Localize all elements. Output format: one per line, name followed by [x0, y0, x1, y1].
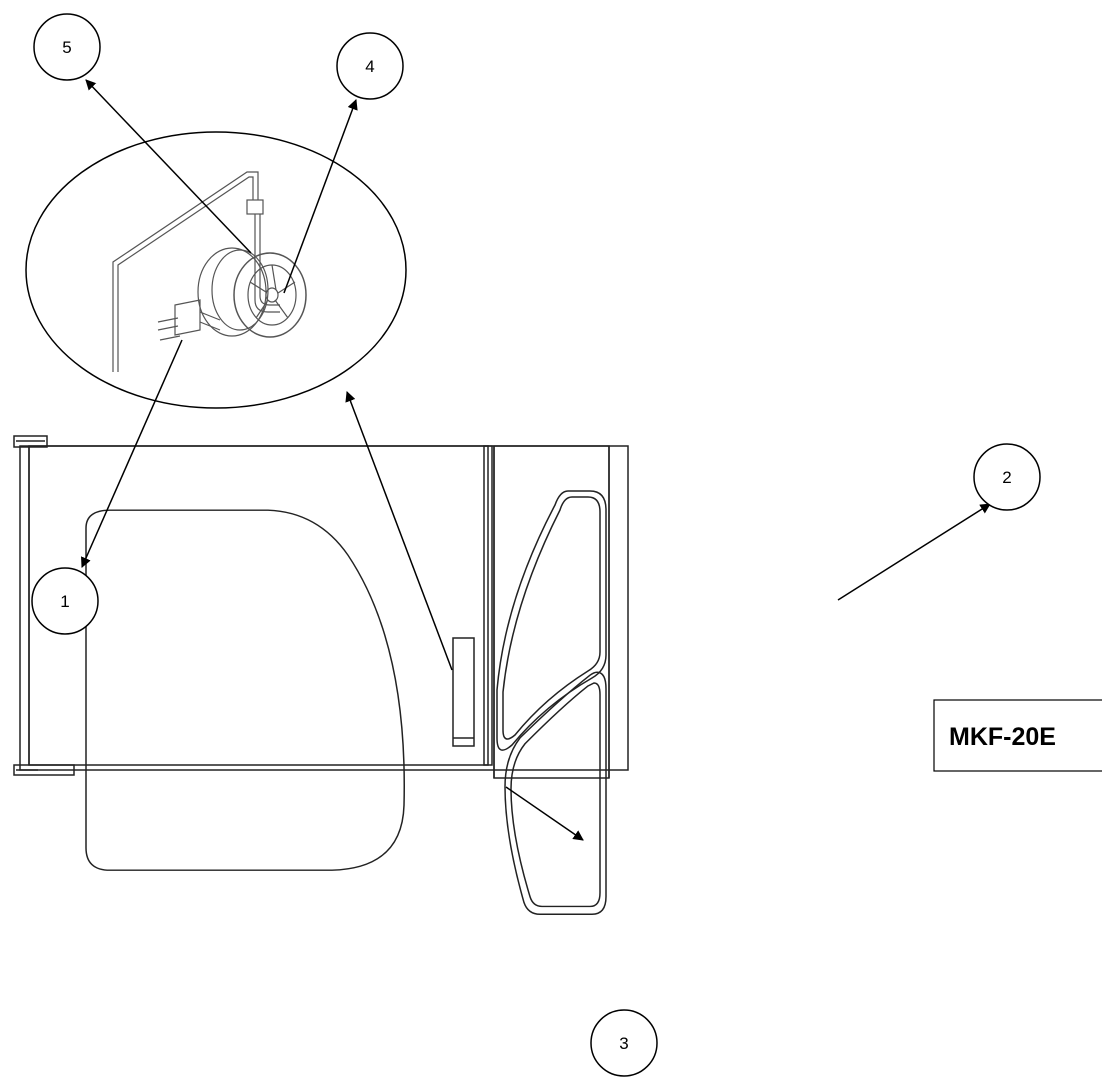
fan-motor-assembly — [112, 171, 307, 372]
top-hinge — [13, 435, 48, 448]
arrow-detail-source — [345, 391, 453, 671]
arrow-3 — [505, 786, 584, 841]
callout-4: 4 — [336, 32, 404, 100]
arrow-4 — [283, 99, 358, 294]
callout-4-label: 4 — [365, 57, 374, 76]
detail-circle — [25, 131, 407, 409]
detail-magnifier — [25, 131, 407, 409]
callout-5-label: 5 — [62, 38, 71, 57]
control-panel-window-lower — [504, 671, 607, 916]
callout-1: 1 — [31, 567, 99, 635]
model-label: MKF-20E — [949, 723, 1056, 751]
leader-arrows — [81, 79, 991, 841]
bottom-hinge — [13, 764, 75, 776]
callout-2-label: 2 — [1002, 468, 1011, 487]
door-panel-gap — [483, 445, 493, 766]
door-handle — [452, 637, 475, 747]
callout-1-label: 1 — [60, 592, 69, 611]
callout-3-label: 3 — [619, 1034, 628, 1053]
control-panel-window-upper — [496, 490, 607, 751]
callout-3: 3 — [590, 1009, 658, 1077]
door-window — [85, 509, 405, 871]
oven-front-view — [13, 435, 629, 916]
callout-2: 2 — [973, 443, 1041, 511]
arrow-2 — [837, 503, 991, 601]
model-label-box: MKF-20E — [933, 699, 1102, 772]
callout-5: 5 — [33, 13, 101, 81]
arrow-1 — [81, 339, 183, 568]
arrow-5 — [85, 79, 252, 254]
